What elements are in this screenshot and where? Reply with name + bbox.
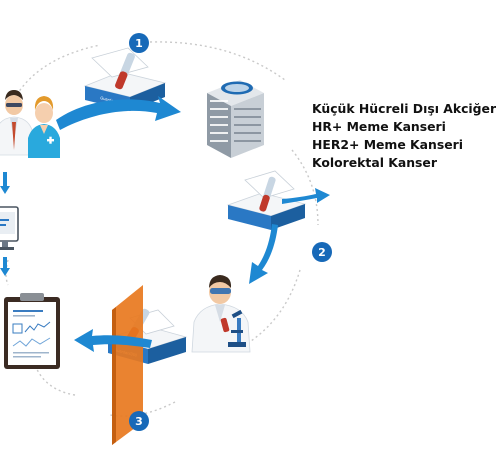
step-number: 3 [135, 415, 143, 428]
step-badge-1: 1 [129, 33, 149, 53]
flow-arrow [0, 172, 10, 194]
flow-arrow [56, 96, 181, 130]
sample-kit-box-icon [226, 170, 307, 230]
cancer-type-item: Küçük Hücreli Dışı Akciğer [312, 101, 496, 116]
cancer-type-list: Küçük Hücreli Dışı Akciğer HR+ Meme Kans… [312, 100, 496, 172]
flow-arrow [282, 188, 330, 204]
computer-icon [0, 206, 19, 250]
lab-building-icon [207, 80, 264, 158]
flow-arrow [0, 257, 10, 276]
scientist-microscope-icon [191, 275, 251, 353]
workflow-diagram: Guardant360 Guardant360 [0, 33, 496, 445]
step-number: 1 [135, 37, 143, 50]
doctors-icon [0, 90, 60, 158]
step-badge-2: 2 [312, 242, 332, 262]
flow-arrow [249, 224, 278, 284]
flow-arrow [74, 329, 152, 352]
step-badge-3: 3 [129, 411, 149, 431]
cancer-type-item: Kolorektal Kanser [312, 155, 437, 170]
clipboard-report-icon [4, 293, 60, 369]
cancer-type-item: HR+ Meme Kanseri [312, 119, 446, 134]
cancer-type-item: HER2+ Meme Kanseri [312, 137, 463, 152]
step-number: 2 [318, 246, 326, 259]
